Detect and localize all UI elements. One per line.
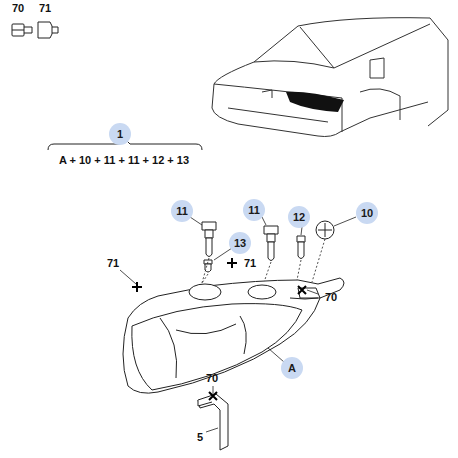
bulb-symbol — [202, 221, 334, 272]
callout-circle: 1 — [109, 123, 131, 145]
callout-circle: 10 — [356, 202, 378, 224]
callout-number: A — [288, 362, 296, 374]
callout-number: 12 — [293, 211, 305, 223]
callout-circle: 13 — [229, 232, 251, 254]
kit-composition: A + 10 + 11 + 11 + 12 + 13 — [59, 154, 189, 166]
part-number: 70 — [206, 372, 218, 384]
callout-circle: 11 — [171, 200, 193, 222]
headlamp-assembly — [123, 278, 344, 393]
part-number: 71 — [107, 257, 119, 269]
callout-number: 13 — [234, 237, 246, 249]
part-number: 71 — [244, 257, 256, 269]
car-outline — [212, 18, 448, 137]
part-number: 5 — [197, 431, 203, 443]
callout-circle: 12 — [288, 206, 310, 228]
part-number: 70 — [325, 291, 337, 303]
fixing-mark — [132, 258, 306, 400]
callout-number: 1 — [117, 128, 123, 140]
headlamp-highlight — [286, 92, 344, 112]
callout-number: 10 — [361, 207, 373, 219]
leader-line — [120, 217, 356, 432]
callout-circle: A — [281, 357, 303, 379]
callout-number: 11 — [176, 205, 188, 217]
part-number: 70 — [12, 2, 24, 14]
callout-number: 11 — [248, 204, 260, 216]
screw-symbol — [12, 22, 58, 38]
callout-circle: 11 — [243, 199, 265, 221]
part-number: 71 — [39, 2, 51, 14]
